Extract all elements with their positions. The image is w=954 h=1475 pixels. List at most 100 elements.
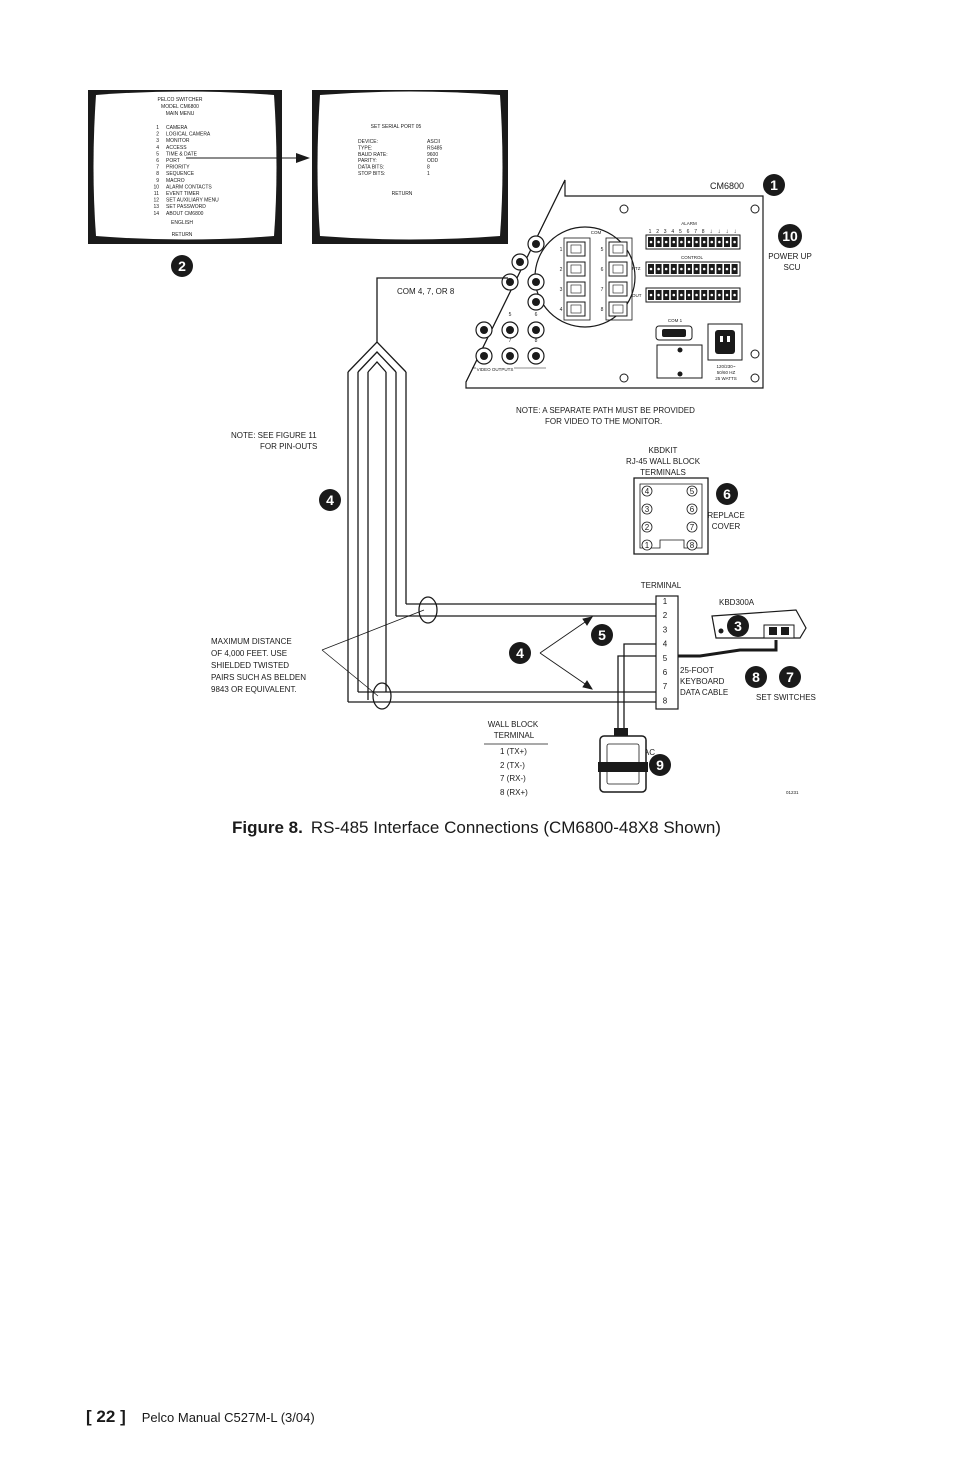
menu-item-number: 7	[156, 165, 159, 171]
screw-terminal-screw	[649, 240, 653, 244]
kbdkit-label-2: RJ-45 WALL BLOCK	[626, 457, 701, 466]
bnc-connector-center	[506, 278, 514, 286]
svg-text:10: 10	[782, 228, 798, 244]
callout-10: 10	[778, 224, 802, 248]
screw-terminal-screw	[710, 240, 714, 244]
screw-terminal-screw	[733, 293, 736, 297]
rj45-port-jack	[570, 284, 582, 294]
screw-terminal-screw	[687, 293, 691, 297]
note-figure-2: FOR PIN-OUTS	[260, 442, 317, 451]
port-field-label: STOP BITS:	[358, 171, 385, 177]
rj45-port-jack	[612, 304, 624, 314]
menu-item-number: 10	[153, 184, 159, 190]
bracket-close: ]	[120, 1407, 126, 1426]
menu-item-label: SET AUXILIARY MENU	[166, 198, 219, 204]
alarm-number: 4	[671, 229, 674, 235]
figure-label: Figure 8.	[232, 818, 303, 837]
svg-text:3: 3	[734, 618, 742, 634]
menu-item-number: 1	[156, 125, 159, 131]
video-output-number: 8	[535, 338, 538, 344]
rj45-port-jack	[570, 244, 582, 254]
max-distance-1: MAXIMUM DISTANCE	[211, 637, 292, 646]
menu-item-label: PRIORITY	[166, 165, 190, 171]
alarm-number: 1	[649, 229, 652, 235]
screw-terminal-screw	[725, 293, 729, 297]
bnc-connector-center	[532, 278, 540, 286]
note-path-1: NOTE: A SEPARATE PATH MUST BE PROVIDED	[516, 406, 695, 415]
note-path-2: FOR VIDEO TO THE MONITOR.	[545, 417, 662, 426]
wall-block-pin-number: 7	[690, 523, 695, 532]
menu-item-number: 5	[156, 151, 159, 157]
ground-arrow-icon: ↓	[734, 229, 737, 235]
bnc-connector-center	[506, 352, 514, 360]
max-distance-4: PAIRS SUCH AS BELDEN	[211, 673, 306, 682]
svg-text:1: 1	[770, 177, 778, 193]
out-label: OUT	[632, 293, 642, 298]
svg-text:7: 7	[786, 669, 794, 685]
screw-terminal-screw	[710, 267, 714, 271]
menu-item-number: 11	[154, 191, 159, 197]
wall-block-pin	[641, 539, 653, 551]
callout-6: 6	[716, 483, 738, 505]
com-label: COM	[591, 230, 602, 235]
transformer	[598, 728, 648, 793]
menu-item-label: EVENT TIMER	[166, 191, 200, 197]
com-port-number: 5	[601, 247, 604, 253]
com-port-number: 1	[560, 247, 563, 253]
terminal-number: 6	[663, 668, 668, 677]
bnc-connector-center	[506, 326, 514, 334]
left-monitor-return: RETURN	[172, 232, 193, 238]
screw-terminal-screw	[649, 293, 653, 297]
bnc-connector-center	[480, 352, 488, 360]
wall-block-pin	[641, 485, 653, 497]
bnc-connector-center	[532, 240, 540, 248]
port-field-label: PARITY:	[358, 158, 377, 164]
screw-terminal-screw	[733, 267, 736, 271]
com-port-number: 4	[560, 307, 563, 313]
terminal-number: 7	[663, 682, 668, 691]
port-field-value: 9600	[427, 152, 438, 158]
ground-arrow-icon: ↓	[710, 229, 713, 235]
power-text-3: 25 WATTS	[715, 376, 737, 381]
callout-1: 1	[763, 174, 785, 196]
menu-item-number: 9	[156, 178, 159, 184]
cable-label-3: DATA CABLE	[680, 688, 728, 697]
wall-block-row-2: 2 (TX-)	[500, 761, 525, 770]
wall-block-pin-number: 2	[645, 523, 650, 532]
screw-terminal-screw	[672, 293, 676, 297]
com-port-number: 7	[601, 287, 604, 293]
right-monitor-return: RETURN	[392, 191, 413, 197]
max-distance-2: OF 4,000 FEET. USE	[211, 649, 287, 658]
callout-3: 3	[727, 615, 749, 637]
rj45-port-jack	[612, 284, 624, 294]
left-monitor-header-1: PELCO SWITCHER	[157, 97, 202, 103]
bnc-connector-center	[516, 258, 524, 266]
wall-block-pin-number: 4	[645, 487, 650, 496]
terminal-number: 2	[663, 611, 668, 620]
screw-terminal-screw	[718, 267, 721, 271]
right-monitor-title: SET SERIAL PORT 05	[371, 124, 422, 130]
menu-item-label: CAMERA	[166, 125, 188, 131]
screw-terminal-screw	[718, 240, 721, 244]
bnc-connector-center	[480, 326, 488, 334]
screw-terminal-screw	[680, 240, 683, 244]
port-field-value: RS485	[427, 145, 443, 151]
screw-terminal-screw	[710, 293, 714, 297]
bracket-open: [	[86, 1407, 92, 1426]
screw-terminal-screw	[695, 240, 698, 244]
screw-terminal-screw	[718, 293, 721, 297]
ptz-label: PTZ	[632, 266, 641, 271]
screw-terminal-screw	[725, 240, 729, 244]
screw-terminal-screw	[733, 240, 736, 244]
svg-text:8: 8	[752, 669, 760, 685]
menu-item-number: 6	[156, 158, 159, 164]
wall-block-pin-number: 6	[690, 505, 695, 514]
menu-item-label: SET PASSWORD	[166, 204, 206, 210]
screw-terminal-screw	[702, 240, 706, 244]
ground-arrow-icon: ↓	[718, 229, 721, 235]
